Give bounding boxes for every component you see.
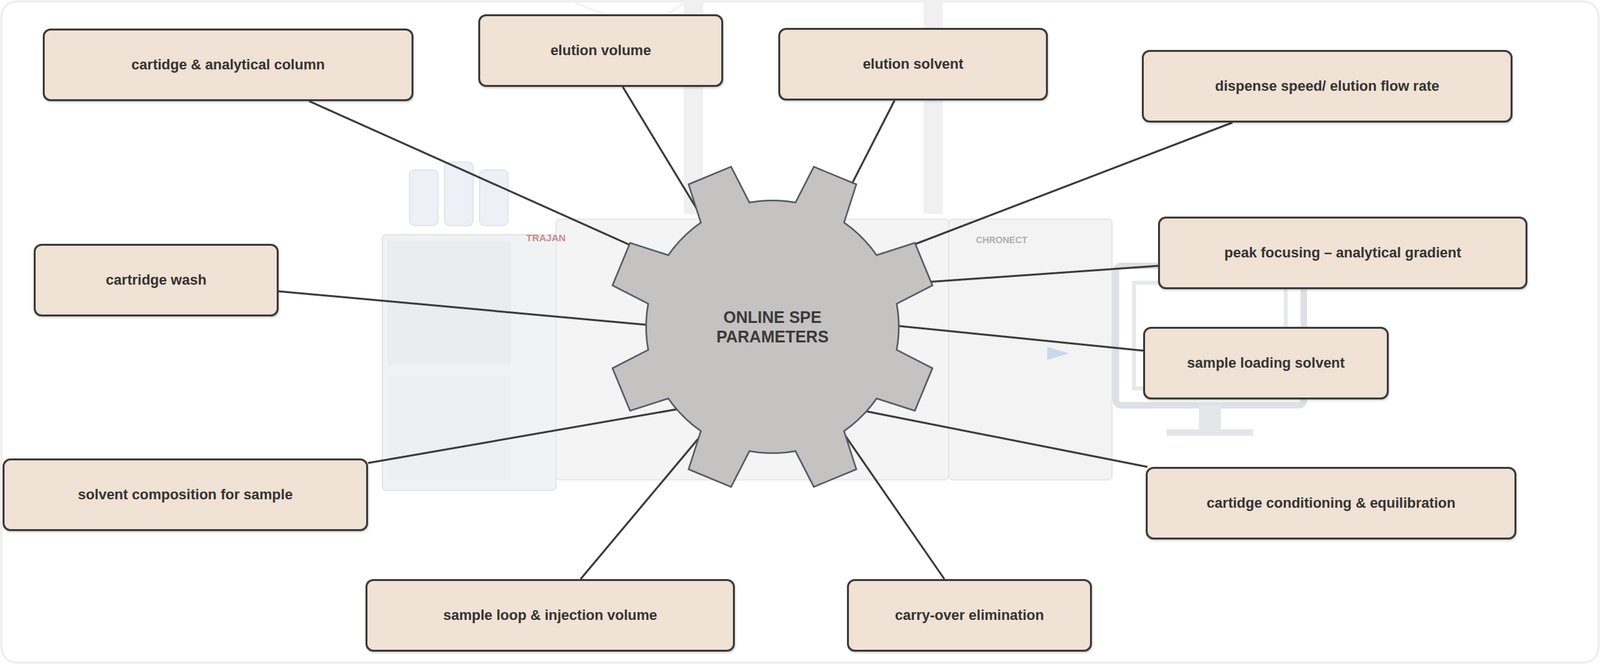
connector-line	[309, 101, 671, 264]
hub-title: ONLINE SPE PARAMETERS	[704, 307, 841, 347]
parameter-label: cartridge wash	[105, 271, 207, 289]
gear-shape	[603, 158, 941, 496]
parameter-box: sample loading solvent	[1143, 326, 1389, 400]
parameter-box: dispense speed/ elution flow rate	[1141, 49, 1513, 123]
connector-line	[852, 408, 1148, 467]
monitor-base	[1166, 428, 1254, 436]
gear-hub: ONLINE SPE PARAMETERS	[603, 158, 941, 496]
parameter-box: carry-over elimination	[846, 578, 1092, 652]
parameter-label: cartidge conditioning & equilibration	[1206, 494, 1456, 512]
connector-line	[368, 407, 685, 463]
parameter-label: sample loading solvent	[1187, 354, 1345, 372]
solvent-bottle	[409, 169, 439, 226]
parameter-box: cartridge wash	[33, 243, 279, 317]
parameter-box: cartidge conditioning & equilibration	[1145, 466, 1517, 540]
solvent-bottle	[479, 169, 509, 226]
parameter-label: solvent composition for sample	[77, 486, 293, 503]
parameter-label: carry-over elimination	[894, 606, 1044, 624]
parameter-label: dispense speed/ elution flow rate	[1215, 77, 1440, 95]
parameter-box: elution volume	[478, 14, 724, 87]
parameter-label: peak focusing – analytical gradient	[1224, 244, 1462, 262]
detector-module	[948, 219, 1113, 480]
parameter-box: peak focusing – analytical gradient	[1158, 216, 1528, 290]
brand-label: CHRONECT	[975, 234, 1028, 245]
connector-line	[580, 427, 708, 579]
pump-module	[382, 234, 557, 490]
connector-line	[839, 426, 945, 579]
parameter-box: elution solvent	[778, 27, 1048, 101]
monitor-stand	[1198, 405, 1221, 431]
connector-line	[892, 325, 1144, 351]
pump-panel	[387, 375, 511, 480]
connector-line	[278, 290, 653, 325]
gear-outline	[612, 166, 933, 487]
parameter-label: elution solvent	[862, 55, 963, 73]
parameter-label: cartidge & analytical column	[131, 56, 325, 74]
parameter-box: cartidge & analytical column	[42, 28, 414, 102]
parameter-box: solvent composition for sample	[2, 458, 369, 531]
parameter-label: elution volume	[550, 42, 651, 59]
brand-label: TRAJAN	[526, 231, 566, 244]
parameter-box: sample loop & injection volume	[365, 578, 735, 652]
parameter-label: sample loop & injection volume	[443, 606, 658, 624]
flow-arrow	[1047, 346, 1070, 360]
